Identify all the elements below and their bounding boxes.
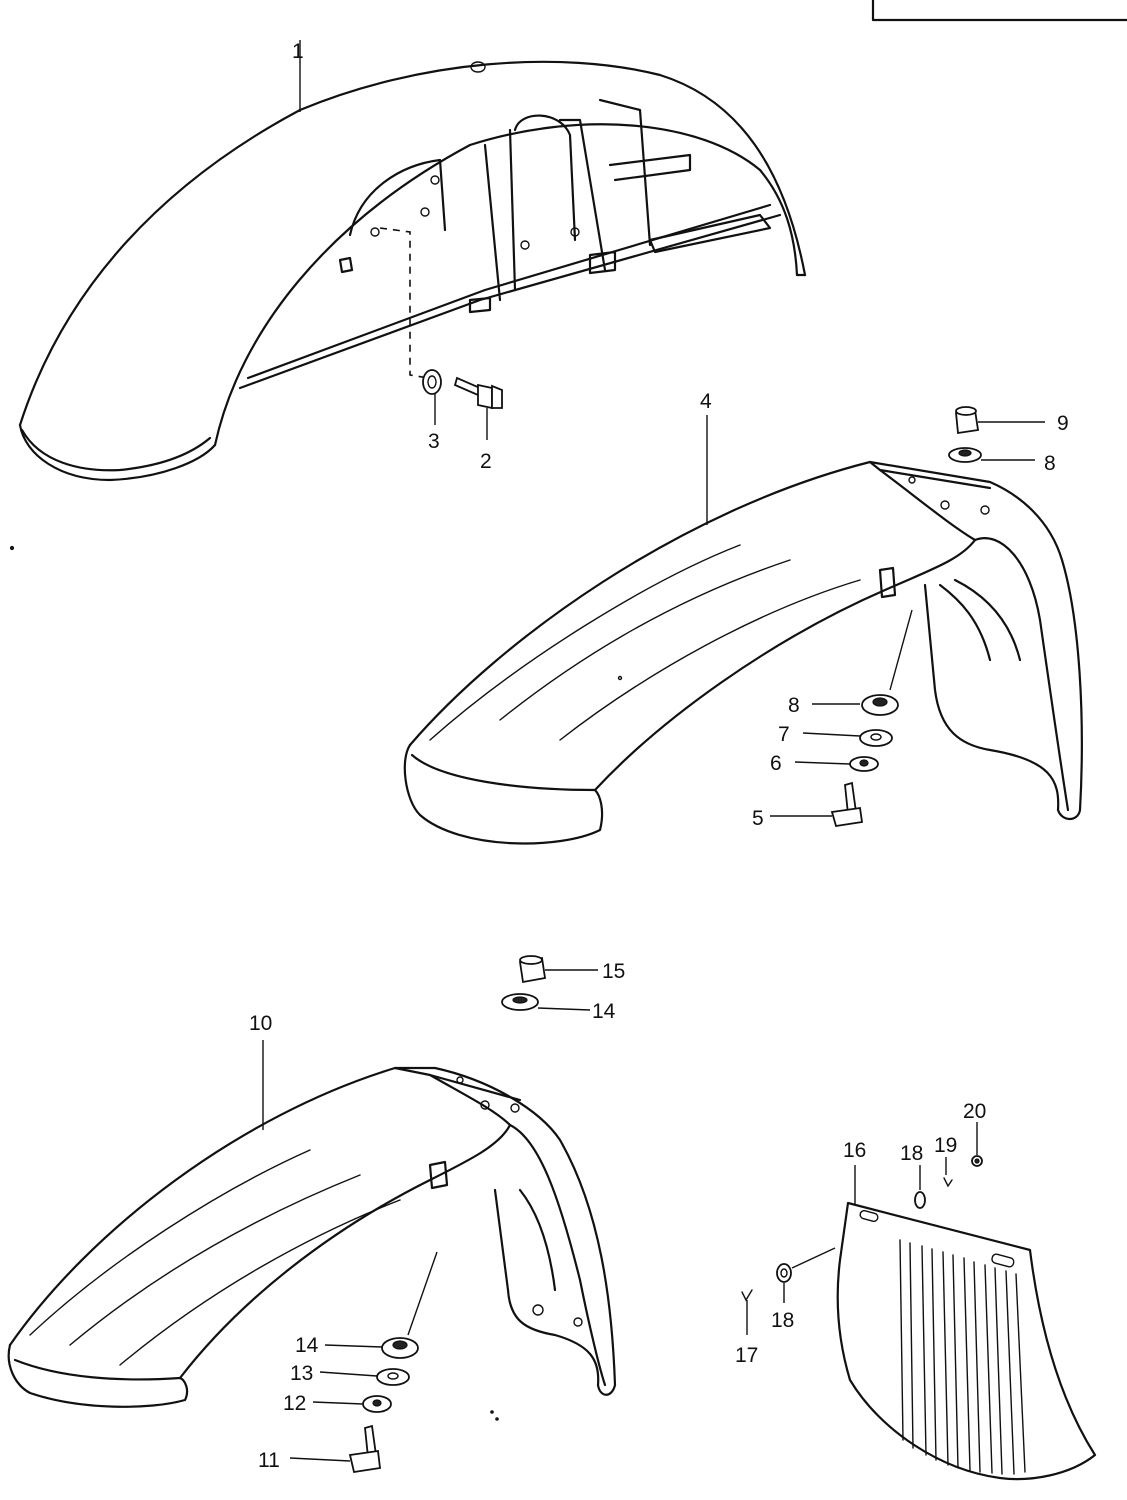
part-12-lock-washer — [312, 1395, 392, 1413]
callout-19: 19 — [934, 1134, 957, 1157]
callout-20: 20 — [963, 1100, 986, 1123]
part-9-spacer — [955, 406, 1045, 435]
callout-7: 7 — [778, 723, 790, 746]
part-8-grommet-top — [948, 447, 1035, 463]
callout-13: 13 — [290, 1362, 313, 1385]
stray-dot — [495, 1417, 499, 1421]
callout-10: 10 — [249, 1012, 272, 1035]
callout-5: 5 — [752, 807, 764, 830]
part-14-grommet-top — [501, 993, 591, 1011]
assembly-line-10 — [407, 1251, 438, 1336]
callout-2: 2 — [480, 450, 492, 473]
callout-8a: 8 — [1044, 452, 1056, 475]
part-15-spacer — [518, 955, 598, 984]
callout-6: 6 — [770, 752, 782, 775]
callout-12: 12 — [283, 1392, 306, 1415]
part-14-grommet-lower — [324, 1337, 419, 1359]
part-18-washer-upper — [914, 1165, 926, 1209]
part-13-washer — [319, 1368, 410, 1386]
callout-15: 15 — [602, 960, 625, 983]
assembly-line-4 — [889, 609, 913, 691]
callout-18a: 18 — [900, 1142, 923, 1165]
part-18-washer-lower — [776, 1247, 836, 1303]
callout-17: 17 — [735, 1344, 758, 1367]
callout-1: 1 — [292, 40, 304, 63]
part-17-clip — [741, 1289, 753, 1335]
callout-18b: 18 — [771, 1309, 794, 1332]
part-2-bolt — [453, 376, 503, 440]
mud-flap-part-16 — [836, 1201, 1097, 1481]
part-6-lock-washer — [794, 756, 879, 772]
callout-11: 11 — [258, 1449, 280, 1472]
rear-fender-part-10 — [7, 1066, 617, 1408]
callout-14b: 14 — [295, 1334, 319, 1357]
part-5-bolt — [770, 781, 864, 828]
assembly-line-3 — [379, 227, 429, 379]
callout-3: 3 — [428, 430, 440, 453]
header-box-fragment — [871, 0, 1127, 22]
callout-14a: 14 — [592, 1000, 616, 1023]
part-8-grommet-lower — [812, 694, 899, 716]
part-19-screw — [943, 1157, 953, 1188]
rear-fender-part-4 — [403, 460, 1083, 845]
callout-8b: 8 — [788, 694, 800, 717]
front-fender-part-1 — [18, 60, 807, 482]
part-11-bolt — [289, 1424, 381, 1474]
stray-dot — [490, 1410, 494, 1414]
part-20-nut — [971, 1122, 983, 1167]
callout-4: 4 — [700, 390, 712, 413]
callout-9: 9 — [1057, 412, 1069, 435]
callout-16: 16 — [843, 1139, 866, 1162]
part-7-washer — [802, 729, 893, 747]
stray-dot — [9, 545, 15, 551]
part-3-washer — [422, 369, 442, 425]
